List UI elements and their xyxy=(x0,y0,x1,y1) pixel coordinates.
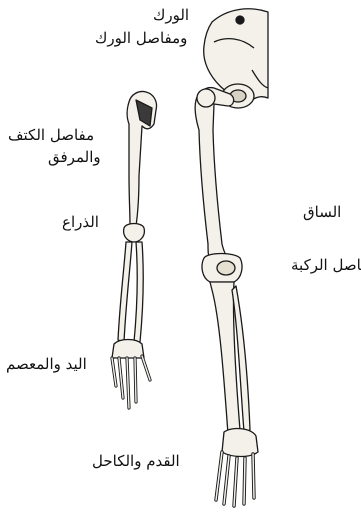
label-arm: الذراع xyxy=(62,213,99,231)
label-hip-joints: ومفاصل الورك xyxy=(95,29,187,47)
knee-joint xyxy=(202,254,242,283)
label-leg: الساق xyxy=(303,203,341,221)
hand-bones xyxy=(112,340,150,409)
label-hip: الورك xyxy=(153,6,189,24)
femur-bone xyxy=(195,88,233,260)
label-knee-joints: مفاصل الركبة xyxy=(291,256,361,274)
label-shoulder-joints: مفاصل الكتف xyxy=(8,126,94,144)
humerus-bone xyxy=(124,91,157,242)
label-elbow: والمرفق xyxy=(48,148,101,166)
tibia-fibula-bones xyxy=(210,282,250,434)
foot-bones xyxy=(216,429,258,506)
label-foot-ankle: القدم والكاحل xyxy=(92,452,180,470)
label-hand-wrist: اليد والمعصم xyxy=(6,355,87,373)
forearm-bones xyxy=(118,242,143,342)
